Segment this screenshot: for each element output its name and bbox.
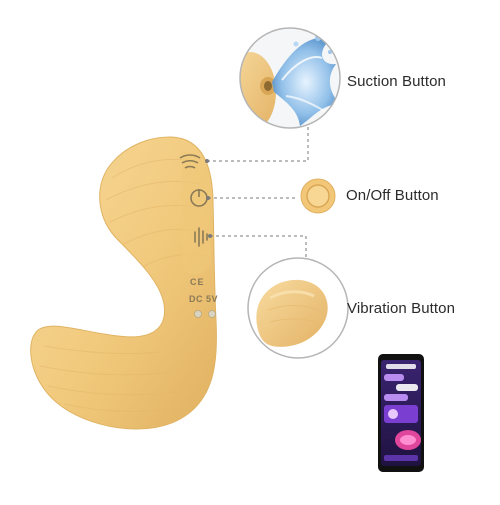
vibration-icon: [194, 227, 208, 247]
vibration-button-label: Vibration Button: [347, 300, 456, 317]
device-body: [30, 136, 217, 430]
onoff-detail-button: [300, 178, 336, 214]
onoff-button-label: On/Off Button: [346, 187, 439, 204]
vibration-detail-circle: [247, 257, 349, 359]
suction-button-icon: [179, 154, 201, 169]
leader-lines: [207, 126, 309, 260]
suction-button-label: Suction Button: [347, 73, 446, 90]
dc-power-rating: DC 5V: [189, 294, 219, 304]
ce-certification-mark: CE: [190, 277, 205, 287]
body-ribbing: [39, 158, 209, 412]
suction-detail-circle: [239, 27, 341, 129]
smartphone-app-preview: [378, 354, 424, 472]
charging-contacts: [194, 310, 216, 318]
